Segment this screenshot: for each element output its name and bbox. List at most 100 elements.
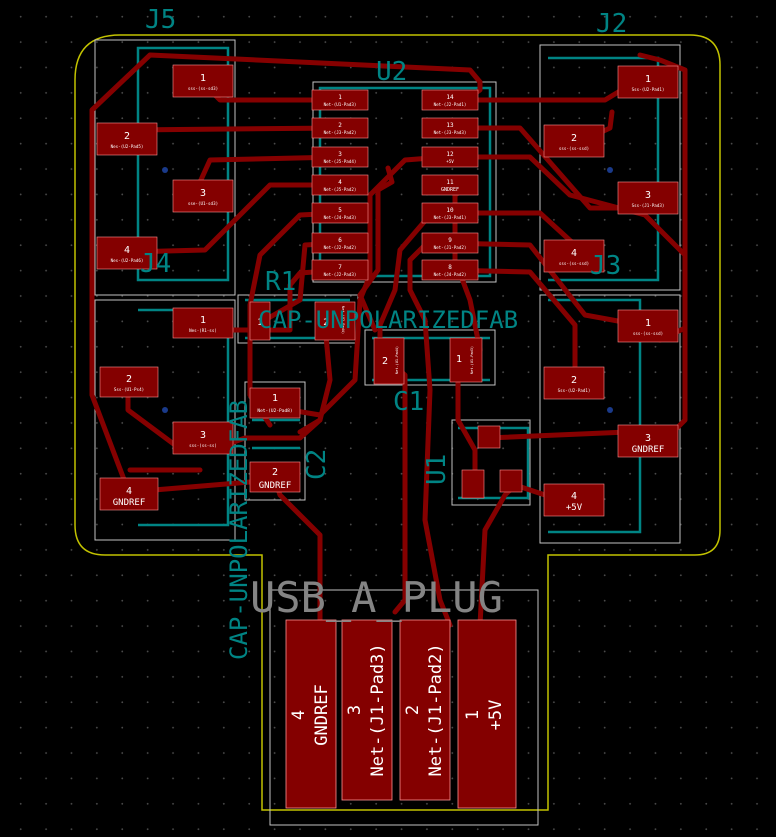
svg-text:2: 2 bbox=[338, 122, 342, 129]
svg-text:Net-(J3-Pad3): Net-(J3-Pad3) bbox=[434, 130, 467, 135]
svg-text:4: 4 bbox=[126, 486, 132, 497]
svg-text:Sss-(J1-Pad3): Sss-(J1-Pad3) bbox=[632, 203, 665, 208]
j3-silk bbox=[548, 298, 642, 534]
svg-text:2: 2 bbox=[571, 375, 577, 386]
usb-pad-1[interactable]: 1+5V bbox=[457, 619, 517, 809]
pad-u2-12[interactable]: 12+5V bbox=[421, 146, 479, 168]
j2-pin1-marker bbox=[607, 167, 613, 173]
svg-text:4: 4 bbox=[289, 710, 309, 720]
trace bbox=[441, 240, 643, 328]
svg-text:Net-(J3-Pad2): Net-(J3-Pad2) bbox=[324, 130, 357, 135]
svg-text:Net-(J2-Pad3): Net-(J2-Pad3) bbox=[324, 272, 357, 277]
j5-pin1-marker bbox=[162, 167, 168, 173]
pad-j3-2a[interactable]: 4 sss-(ss-ssd) bbox=[543, 239, 605, 273]
svg-text:Net-(J2-Pad2): Net-(J2-Pad2) bbox=[324, 245, 357, 250]
svg-text:GNDREF: GNDREF bbox=[441, 187, 459, 193]
pad-r1-2[interactable]: 2 Net-(U2-Pad4) bbox=[314, 301, 356, 341]
pad-r1-1[interactable]: 1 bbox=[249, 301, 271, 341]
ref-j5: J5 bbox=[145, 5, 176, 35]
pad-u1-3[interactable] bbox=[477, 425, 501, 449]
svg-text:8: 8 bbox=[448, 264, 452, 271]
j4-pin1-marker bbox=[162, 407, 168, 413]
svg-text:6: 6 bbox=[338, 237, 342, 244]
svg-text:4: 4 bbox=[571, 248, 577, 259]
svg-text:1: 1 bbox=[200, 73, 206, 84]
pad-j3-4[interactable]: 4+5V bbox=[543, 483, 605, 517]
svg-text:Net-(U1-Pad4): Net-(U1-Pad4) bbox=[395, 346, 399, 374]
svg-text:Net-(J5-Pad4): Net-(J5-Pad4) bbox=[324, 159, 357, 164]
svg-text:3: 3 bbox=[645, 433, 651, 444]
pad-u1-1[interactable] bbox=[461, 469, 485, 499]
svg-text:2: 2 bbox=[124, 131, 130, 142]
pad-u1-2[interactable] bbox=[499, 469, 523, 493]
svg-text:11: 11 bbox=[446, 179, 454, 186]
svg-text:+5V: +5V bbox=[486, 700, 506, 731]
svg-text:Net-(J4-Pad3): Net-(J4-Pad3) bbox=[324, 215, 357, 220]
svg-text:5: 5 bbox=[338, 207, 342, 214]
svg-text:3: 3 bbox=[200, 188, 206, 199]
svg-text:+5V: +5V bbox=[566, 503, 583, 513]
svg-text:3: 3 bbox=[200, 430, 206, 441]
svg-text:sss-(ss-ssd): sss-(ss-ssd) bbox=[559, 146, 589, 151]
svg-text:7: 7 bbox=[338, 264, 342, 271]
trace bbox=[407, 240, 453, 628]
svg-text:2: 2 bbox=[403, 705, 423, 715]
pad-j5-3[interactable]: 3 sse-(U1-sd3) bbox=[172, 179, 234, 213]
svg-text:Net-(U1-Pad3): Net-(U1-Pad3) bbox=[324, 102, 357, 107]
c2-silk bbox=[252, 418, 300, 450]
svg-text:Sss-(U1-Ps4): Sss-(U1-Ps4) bbox=[114, 387, 144, 392]
svg-text:Net-(J5-Pad2): Net-(J5-Pad2) bbox=[324, 187, 357, 192]
svg-text:2: 2 bbox=[323, 318, 328, 328]
svg-text:GNDREF: GNDREF bbox=[113, 498, 146, 508]
svg-text:sss-(ss-sd3): sss-(ss-sd3) bbox=[188, 86, 218, 91]
ref-r1: R1 bbox=[265, 267, 296, 297]
svg-text:Nes-(R1-ss): Nes-(R1-ss) bbox=[189, 328, 217, 333]
svg-text:1: 1 bbox=[272, 393, 278, 404]
svg-text:Net-(U2-Pad4): Net-(U2-Pad4) bbox=[341, 306, 345, 334]
svg-text:Net-(U1-Pad3): Net-(U1-Pad3) bbox=[470, 346, 474, 374]
pad-j5-1[interactable]: 1 sss-(ss-sd3) bbox=[172, 64, 234, 98]
svg-text:Nes-(U2-Pad6): Nes-(U2-Pad6) bbox=[111, 258, 144, 263]
svg-text:sss-(ss-ssd): sss-(ss-ssd) bbox=[559, 261, 589, 266]
svg-text:sse-(U1-sd3): sse-(U1-sd3) bbox=[188, 201, 218, 206]
pin1-markers bbox=[162, 167, 613, 413]
trace bbox=[441, 267, 578, 385]
svg-text:1: 1 bbox=[257, 318, 262, 328]
svg-text:10: 10 bbox=[446, 207, 454, 214]
svg-text:1: 1 bbox=[338, 94, 342, 101]
